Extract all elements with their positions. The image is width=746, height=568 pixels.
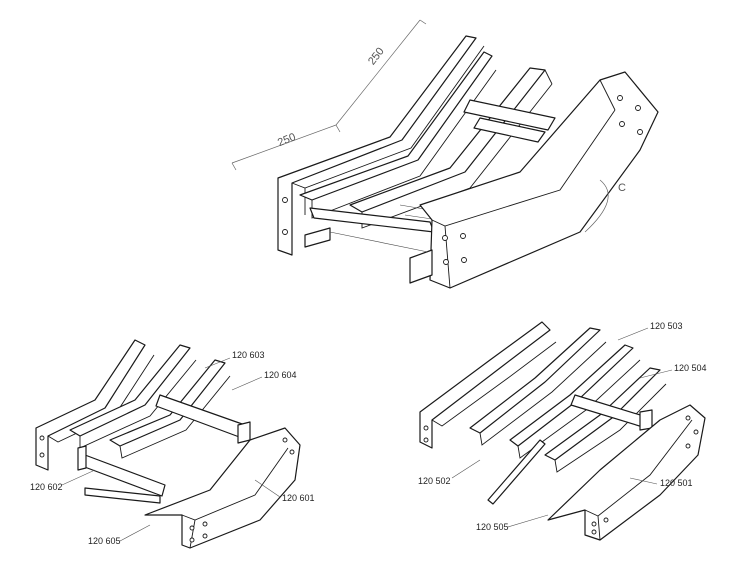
left-side-rail-far xyxy=(35,339,146,471)
top-cable-ladder-bend xyxy=(231,19,659,289)
label-120-502: 120 502 xyxy=(418,476,451,486)
label-120-504: 120 504 xyxy=(674,363,707,373)
top-bottom-bracket-left xyxy=(304,227,331,248)
top-left-inner-channel xyxy=(299,51,493,201)
top-rung-3 xyxy=(473,117,546,143)
left-side-bracket xyxy=(77,445,87,471)
label-120-601: 120 601 xyxy=(282,493,315,503)
label-120-501: 120 501 xyxy=(660,478,693,488)
label-120-602: 120 602 xyxy=(30,482,63,492)
right-side-rail-far xyxy=(419,321,551,449)
right-end-bracket xyxy=(639,409,653,431)
top-bottom-bracket-right xyxy=(409,249,433,284)
top-left-side-rail xyxy=(277,35,477,256)
left-channel-bottom xyxy=(84,487,161,504)
label-120-603: 120 603 xyxy=(232,350,265,360)
left-side-rail-near xyxy=(144,427,301,549)
label-120-604: 120 604 xyxy=(264,370,297,380)
left-cable-ladder-bend xyxy=(35,339,301,549)
right-inner-channel-1 xyxy=(469,327,601,434)
label-120-503: 120 503 xyxy=(650,321,683,331)
label-120-605: 120 605 xyxy=(88,536,121,546)
right-cable-ladder-bend xyxy=(419,321,706,541)
top-rung-2 xyxy=(463,99,556,131)
right-bottom-rod xyxy=(487,439,546,505)
left-end-bracket xyxy=(237,421,251,444)
right-side-rail-near xyxy=(547,404,706,541)
angle-label-c: C xyxy=(618,182,626,194)
label-120-505: 120 505 xyxy=(476,522,509,532)
